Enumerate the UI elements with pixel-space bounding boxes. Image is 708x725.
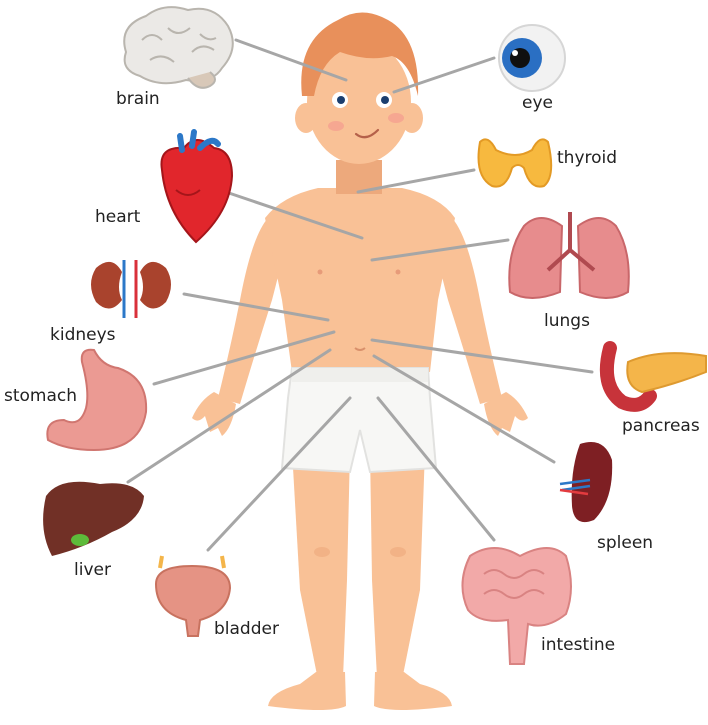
- label-lungs: lungs: [544, 311, 590, 331]
- label-brain: brain: [116, 89, 160, 109]
- right-foot: [374, 672, 452, 710]
- label-thyroid: thyroid: [557, 148, 617, 168]
- label-stomach: stomach: [4, 386, 77, 406]
- left-pupil: [337, 96, 345, 104]
- shorts: [282, 368, 436, 472]
- label-heart: heart: [95, 207, 140, 227]
- label-bladder: bladder: [214, 619, 279, 639]
- label-intestine: intestine: [541, 635, 615, 655]
- right-leg: [370, 450, 425, 680]
- left-leg: [292, 450, 350, 680]
- label-pancreas: pancreas: [622, 416, 700, 436]
- thyroid-icon: [479, 139, 552, 186]
- heart-icon: [161, 132, 232, 242]
- brain-icon: [124, 7, 233, 88]
- label-liver: liver: [74, 560, 111, 580]
- left-knee: [314, 547, 330, 557]
- right-nipple: [396, 270, 401, 275]
- label-spleen: spleen: [597, 533, 653, 553]
- right-cheek: [388, 113, 404, 123]
- left-foot: [268, 672, 346, 710]
- kidneys-icon: [91, 260, 171, 318]
- right-pupil: [381, 96, 389, 104]
- right-knee: [390, 547, 406, 557]
- pancreas-icon: [607, 348, 706, 405]
- spleen-icon: [560, 442, 612, 522]
- liver-icon: [43, 482, 144, 556]
- label-kidneys: kidneys: [50, 325, 116, 345]
- lungs-icon: [509, 212, 629, 298]
- eye-icon: [499, 25, 565, 91]
- left-cheek: [328, 121, 344, 131]
- left-nipple: [318, 270, 323, 275]
- label-eye: eye: [522, 93, 553, 113]
